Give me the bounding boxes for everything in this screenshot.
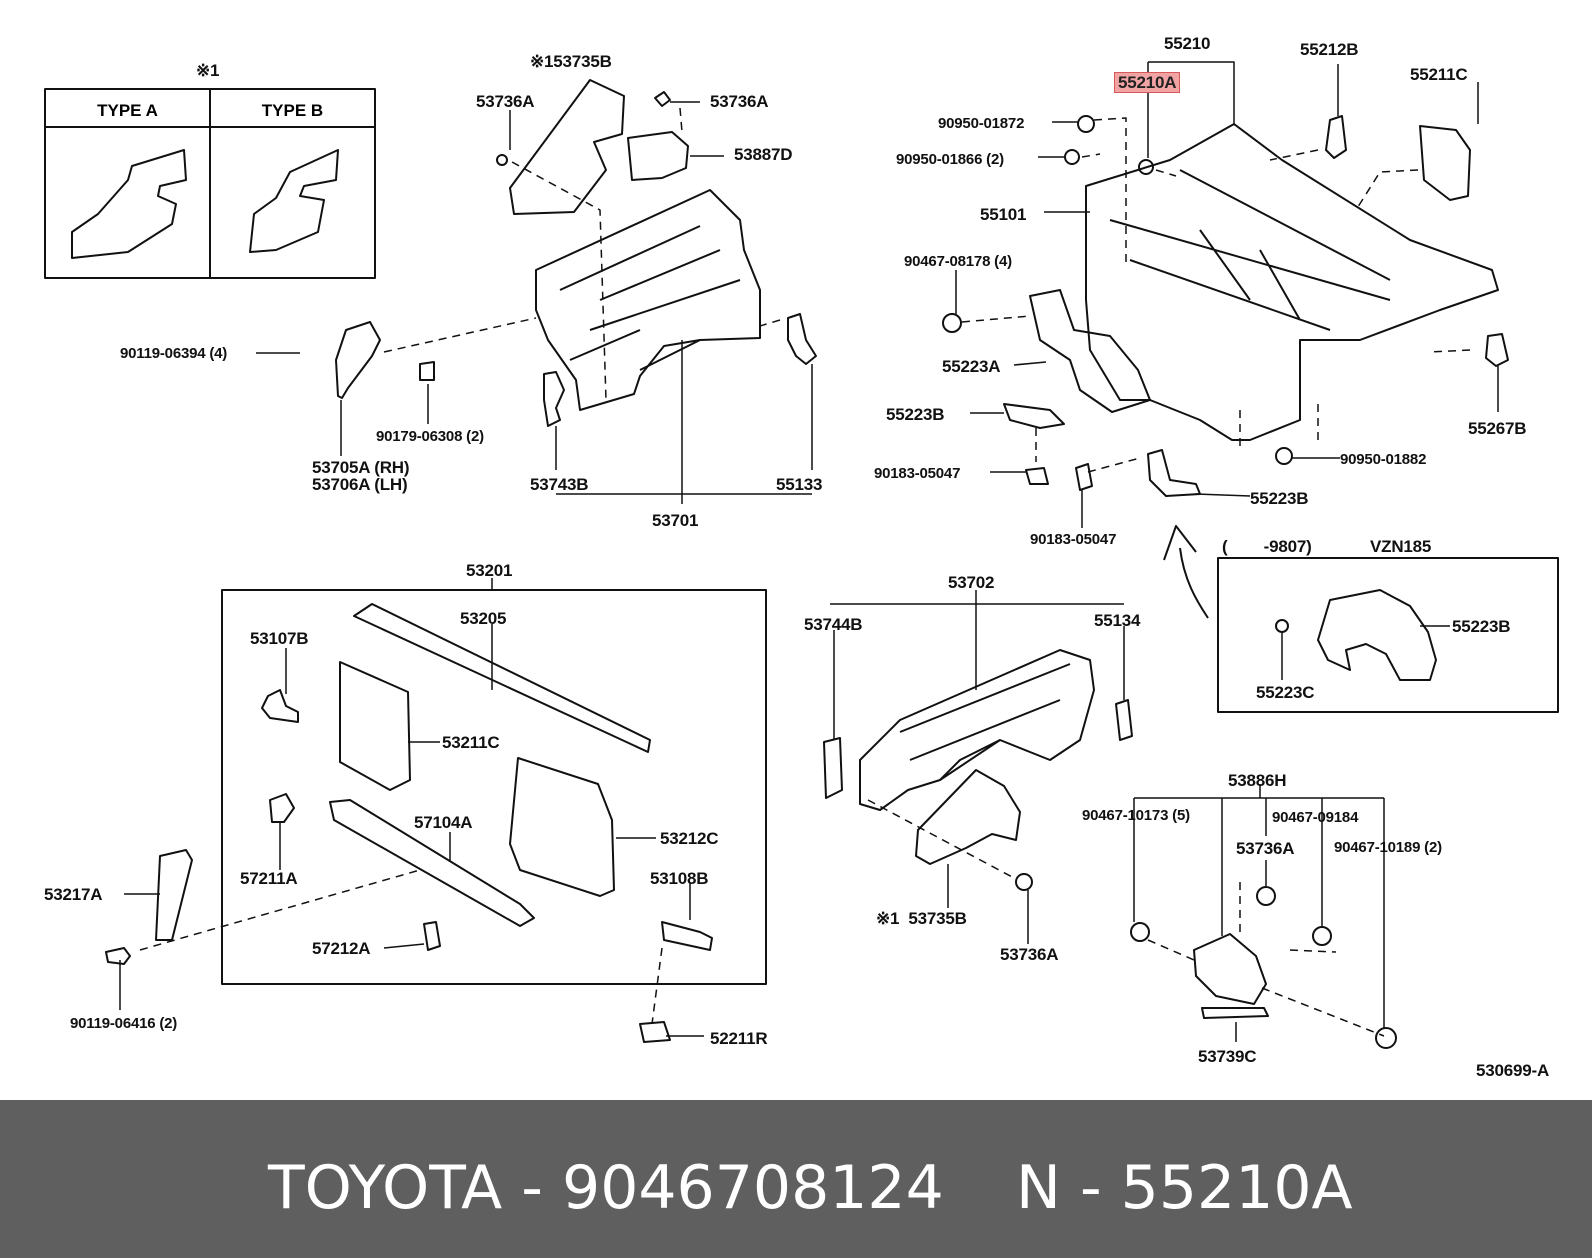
part-label-53108B: 53108B xyxy=(650,869,709,888)
part-label-90467-10173: 90467-10173 (5) xyxy=(1082,807,1190,824)
part-label-55134: 55134 xyxy=(1094,611,1141,630)
part-label-53211C: 53211C xyxy=(442,733,500,752)
radiator-support-box xyxy=(155,578,767,1043)
curved-arrow-head xyxy=(1163,525,1197,561)
part-label-55212B: 55212B xyxy=(1300,40,1359,59)
part-label-55223B-a: 55223B xyxy=(886,405,945,424)
part-label-55211C: 55211C xyxy=(1410,65,1468,84)
dashed-53886H xyxy=(1147,882,1385,1037)
type-inset xyxy=(44,88,376,279)
type-b-header: TYPE B xyxy=(261,101,324,120)
part-label-53743B: 53743B xyxy=(530,475,589,494)
part-label-53744B: 53744B xyxy=(804,615,863,634)
part-label-57211A: 57211A xyxy=(240,869,298,888)
type-a-plate xyxy=(71,149,187,259)
dashed-top-center xyxy=(383,107,781,401)
dashed-right-top xyxy=(961,117,1471,473)
part-label-90119-06394: 90119-06394 (4) xyxy=(120,345,228,362)
dashed-cowl xyxy=(867,799,1015,879)
part-label-53736A-a: 53736A xyxy=(476,92,535,111)
part-label-55210: 55210 xyxy=(1164,34,1211,53)
part-label-53212C: 53212C xyxy=(660,829,719,848)
part-label-53886H: 53886H xyxy=(1228,771,1287,790)
dash-panel-55101 xyxy=(942,115,1509,497)
type-a-header: TYPE A xyxy=(97,101,158,120)
part-label-55223B-c: 55223B xyxy=(1452,617,1511,636)
part-label-53701: 53701 xyxy=(652,511,699,530)
part-label-53107B: 53107B xyxy=(250,629,309,648)
part-label-52211R: 52211R xyxy=(710,1029,768,1048)
part-label-55223A: 55223A xyxy=(942,357,1001,376)
part-label-53702: 53702 xyxy=(948,573,995,592)
part-label-90467-10189: 90467-10189 (2) xyxy=(1334,839,1442,856)
footer-reference: N - 55210A xyxy=(1016,1153,1353,1223)
part-label-55101: 55101 xyxy=(980,205,1027,224)
part-label-range: ( -9807) xyxy=(1222,537,1312,556)
part-label-vzn185: VZN185 xyxy=(1370,537,1432,556)
dashed-radiator xyxy=(139,869,663,1025)
part-label-53201: 53201 xyxy=(466,561,513,580)
part-label-53736A-b: 53736A xyxy=(710,92,769,111)
part-label-90467-09184: 90467-09184 xyxy=(1272,809,1359,826)
note-1-label: ※1 xyxy=(196,61,220,80)
part-label-53205: 53205 xyxy=(460,609,507,628)
part-label-90179-06308: 90179-06308 (2) xyxy=(376,428,484,445)
bracket-53886H xyxy=(1130,886,1397,1049)
part-label-53217A: 53217A xyxy=(44,885,103,904)
part-label-90183-05047-b: 90183-05047 xyxy=(1030,531,1117,548)
part-label-53706A: 53706A (LH) xyxy=(312,475,408,494)
part-label-90950-01872: 90950-01872 xyxy=(938,115,1025,132)
part-label-55133: 55133 xyxy=(776,475,823,494)
part-label-90467-08178: 90467-08178 (4) xyxy=(904,253,1012,270)
cowl-panel-53702 xyxy=(823,649,1133,891)
part-label-53735B-bottom: ※1 53735B xyxy=(876,909,967,928)
leaders-right-top xyxy=(955,61,1499,528)
diagram-drawing xyxy=(44,61,1559,1049)
part-label-53735B-top: ※153735B xyxy=(530,52,612,71)
part-label-90183-05047-a: 90183-05047 xyxy=(874,465,961,482)
leaders-cowl xyxy=(830,590,1125,944)
part-label-55223C: 55223C xyxy=(1256,683,1315,702)
part-label-57212A: 57212A xyxy=(312,939,371,958)
part-label-55210A-highlighted[interactable]: 55210A xyxy=(1114,72,1181,93)
part-label-57104A: 57104A xyxy=(414,813,473,832)
part-label-53705A: 53705A (RH) xyxy=(312,458,410,477)
part-label-53736A-c: 53736A xyxy=(1000,945,1059,964)
bolt-90119-06416 xyxy=(105,947,131,965)
vzn185-inset xyxy=(1217,557,1559,713)
part-label-90950-01866: 90950-01866 (2) xyxy=(896,151,1004,168)
footer-bar: TOYOTA - 9046708124 N - 55210A xyxy=(0,1100,1592,1258)
leaders-53886H xyxy=(1133,784,1385,1042)
leaders-top-center xyxy=(256,101,813,504)
footer-brand-part-number: TOYOTA - 9046708124 xyxy=(268,1153,944,1223)
part-label-55223B-b: 55223B xyxy=(1250,489,1309,508)
part-label-53887D: 53887D xyxy=(734,145,793,164)
curved-arrow xyxy=(1179,547,1209,619)
part-label-53736A-d: 53736A xyxy=(1236,839,1295,858)
part-label-55267B: 55267B xyxy=(1468,419,1527,438)
leaders-radiator xyxy=(119,624,704,1037)
part-label-90119-06416: 90119-06416 (2) xyxy=(70,1015,178,1032)
diagram-reference-code: 530699-A xyxy=(1476,1061,1550,1080)
dash-panel-53701 xyxy=(335,79,817,427)
part-label-90950-01882: 90950-01882 xyxy=(1340,451,1427,468)
type-b-plate xyxy=(249,149,339,253)
part-label-53739C: 53739C xyxy=(1198,1047,1257,1066)
